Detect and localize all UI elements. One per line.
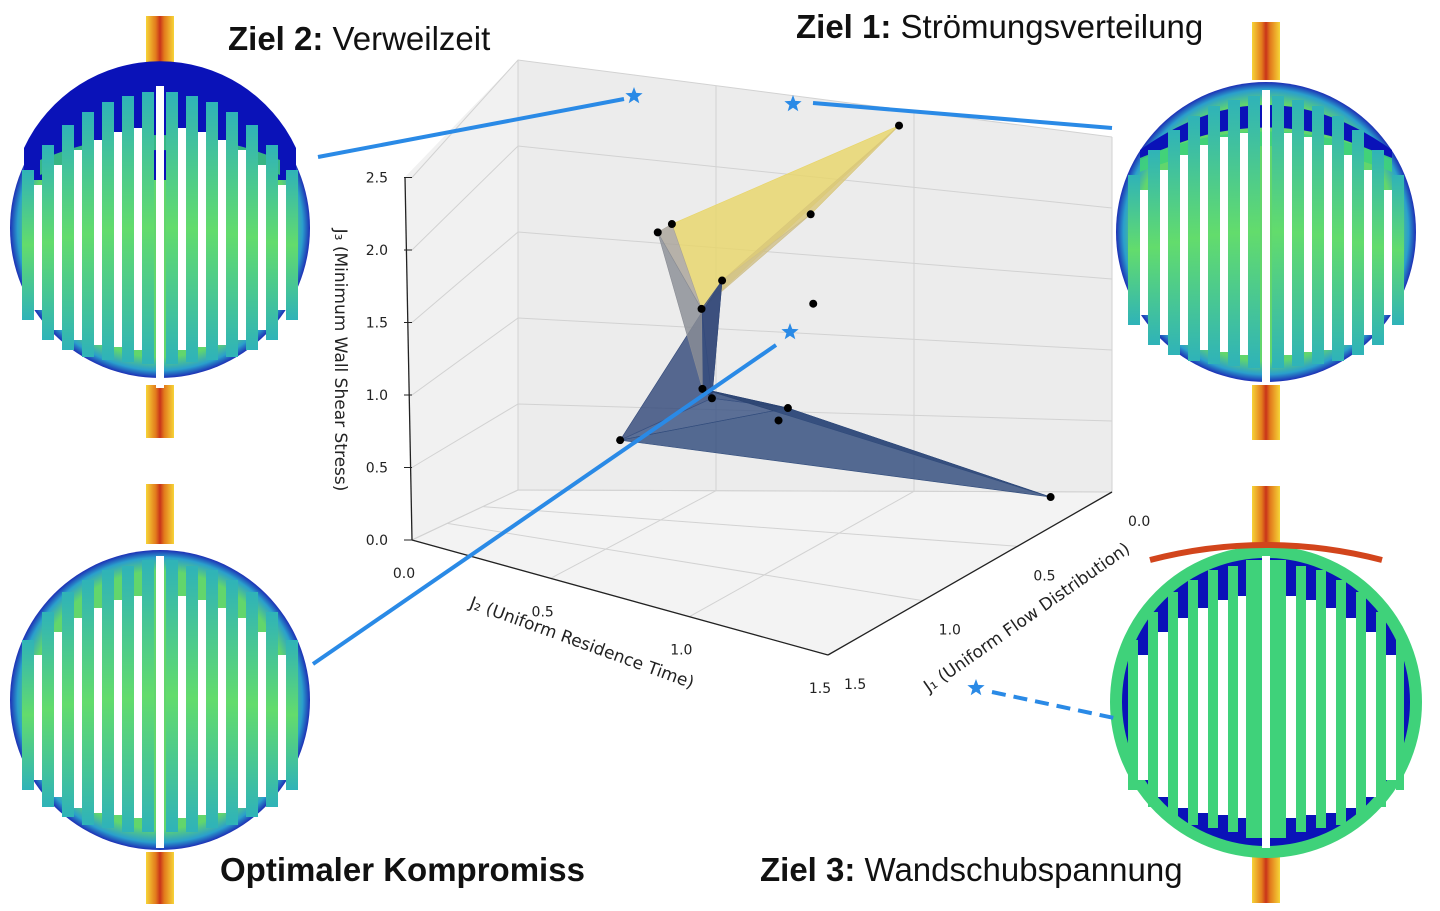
highlight-stars (625, 87, 985, 696)
pareto-point (698, 384, 707, 393)
grid-floor-a-0 (411, 489, 519, 541)
z-tick-label-1: 0.5 (366, 461, 388, 477)
pareto-point (1046, 493, 1055, 502)
y-tick-label-3: 1.5 (809, 681, 831, 697)
grid-floor-a-1 (550, 490, 717, 579)
pareto-point (774, 416, 783, 425)
pane-floor (412, 490, 1112, 655)
y-tick-label-2: 1.0 (670, 643, 692, 659)
highlight-star-icon (967, 679, 985, 696)
z-tick-label-4: 2.0 (366, 243, 388, 259)
z-axis-line (404, 176, 413, 541)
connector-line-0 (317, 97, 625, 159)
flow-panel-wall-shear (1110, 486, 1422, 903)
z-tick-label-2: 1.0 (366, 388, 388, 404)
pareto-point (653, 228, 662, 237)
pane-left (405, 60, 518, 540)
caption-objective-2: Ziel 2: Verweilzeit (228, 20, 491, 57)
x-tick-label-3: 1.5 (844, 677, 866, 693)
pareto-point (718, 276, 727, 285)
tick-labels: 0.0 0.5 1.0 1.5 2.0 2.5 0.0 0.5 1.0 1.5 0.0 0.5 1.0 1… (366, 171, 1151, 698)
connector-line-1 (812, 101, 1113, 130)
caption-objective-1: Ziel 1: Strömungsverteilung (796, 8, 1204, 45)
y-tick-label-0: 0.0 (393, 566, 415, 582)
grid-floor-b-1 (447, 522, 923, 602)
connector-line-2 (311, 343, 778, 666)
pareto-point (809, 299, 818, 308)
pareto-point (697, 304, 706, 313)
x-tick-label-0: 0.0 (1128, 514, 1150, 530)
grid-floor-a-2 (689, 490, 915, 618)
highlight-star-icon (781, 323, 799, 340)
connector-line-3 (991, 690, 1115, 720)
x-tick-label-2: 1.0 (939, 623, 961, 639)
caption-objective-3: Ziel 3: Wandschubspannung (760, 851, 1183, 888)
z-tick-label-0: 0.0 (366, 533, 388, 549)
pareto-point (616, 436, 625, 445)
surface-face-10 (620, 407, 1051, 498)
pareto-point (783, 404, 792, 413)
caption-compromise: Optimaler Kompromiss (220, 851, 585, 888)
connectors (311, 97, 1115, 720)
z-tick-label-3: 1.5 (366, 316, 388, 332)
x-tick-label-1: 0.5 (1033, 568, 1055, 584)
pareto-point (667, 220, 676, 229)
z-tick-label-5: 2.5 (366, 171, 388, 187)
x-axis-line (827, 491, 1113, 656)
pareto-point (806, 210, 815, 219)
z-axis-label: J₃ (Minimum Wall Shear Stress) (330, 228, 350, 492)
grid-floor-b-2 (482, 506, 1018, 547)
highlight-star-icon (784, 95, 802, 112)
flow-panel-flow-distribution (1116, 22, 1416, 440)
highlight-star-icon (625, 87, 643, 104)
chart-axes (404, 176, 1113, 656)
pareto-point (895, 121, 904, 130)
surface-face-11 (657, 232, 703, 389)
pareto-point (707, 394, 716, 403)
flow-panel-residence-time (10, 16, 310, 438)
y-tick-label-1: 0.5 (532, 604, 554, 620)
y-axis-line (411, 539, 829, 656)
pareto-points (616, 121, 1055, 502)
flow-panel-compromise (10, 484, 310, 904)
